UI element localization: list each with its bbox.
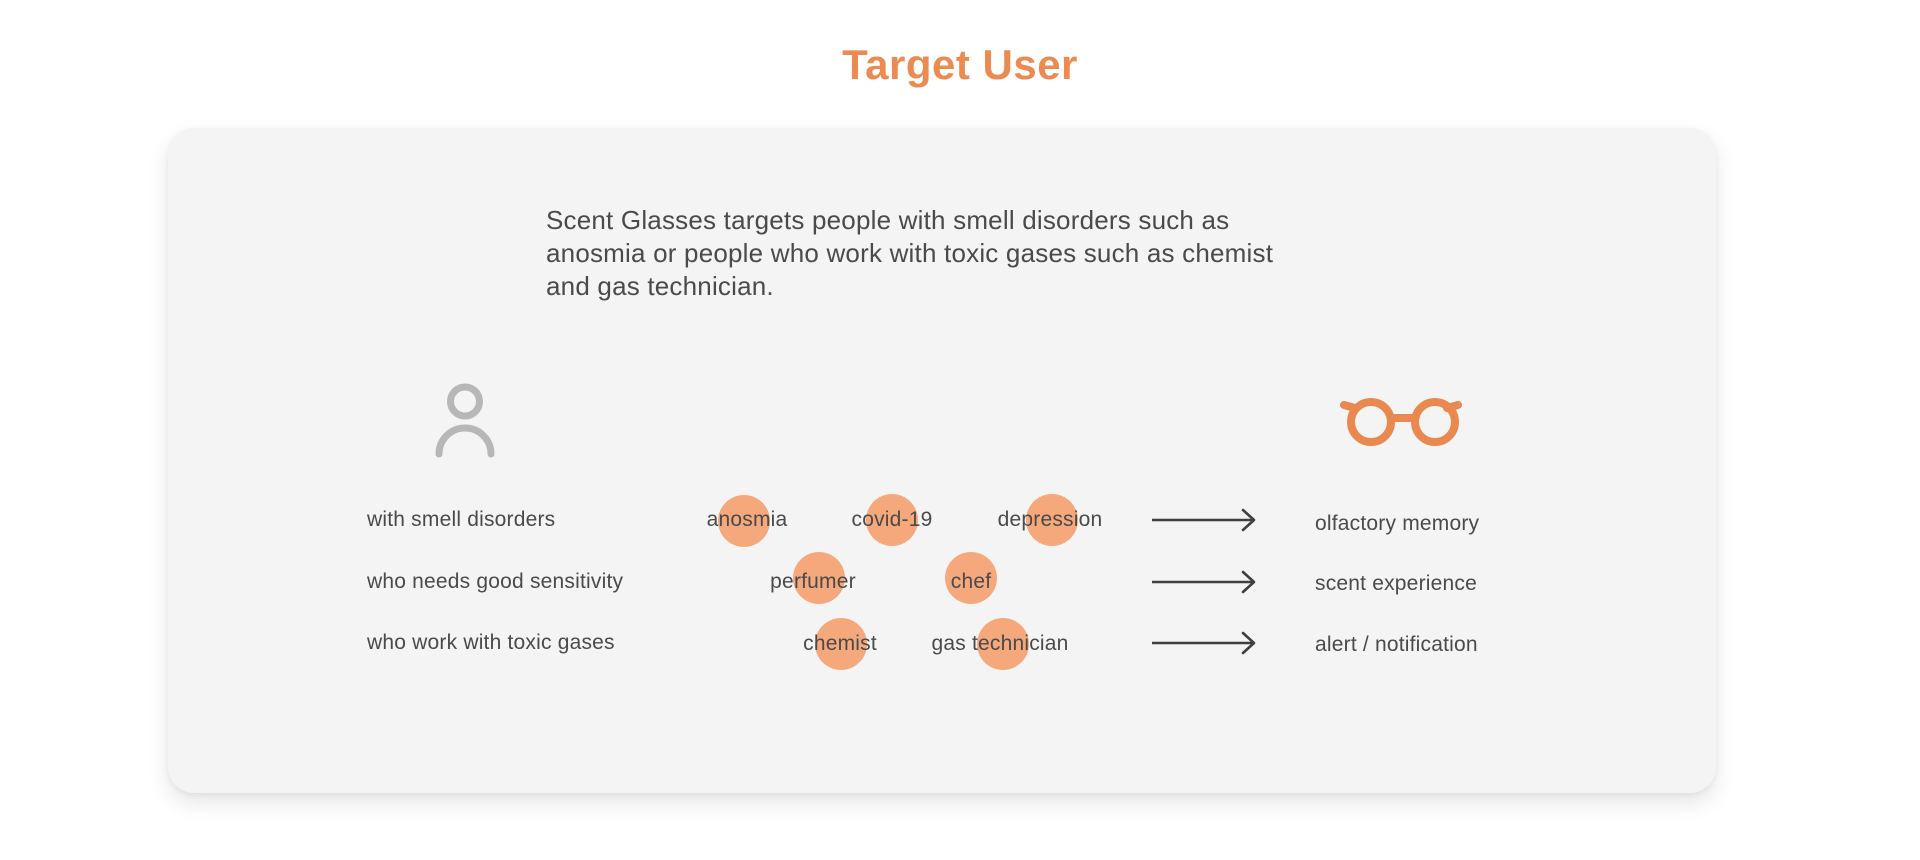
person-icon bbox=[435, 383, 495, 458]
arrow-right-icon bbox=[1152, 631, 1256, 655]
tag-depression: depression bbox=[997, 508, 1103, 531]
target-user-card: Scent Glasses targets people with smell … bbox=[168, 128, 1716, 793]
outcome-olfactory-memory: olfactory memory bbox=[1315, 512, 1480, 535]
row-label-smell-disorders: with smell disorders bbox=[367, 508, 556, 531]
tag-chemist: chemist bbox=[803, 632, 877, 655]
highlight-circle bbox=[793, 552, 845, 604]
outcome-alert-notification: alert / notification bbox=[1315, 633, 1478, 656]
tag-anosmia: anosmia bbox=[706, 508, 788, 531]
highlight-circle bbox=[945, 552, 997, 604]
row-label-toxic-gases: who work with toxic gases bbox=[367, 631, 615, 654]
paragraph-line: Scent Glasses targets people with smell … bbox=[546, 205, 1230, 235]
paragraph-line: and gas technician. bbox=[546, 271, 774, 301]
tag-perfumer: perfumer bbox=[770, 570, 856, 593]
glasses-icon bbox=[1340, 398, 1462, 446]
paragraph-line: anosmia or people who work with toxic ga… bbox=[546, 238, 1274, 268]
tag-chef: chef bbox=[950, 570, 992, 593]
highlight-circle bbox=[718, 495, 770, 547]
highlight-circle bbox=[815, 618, 867, 670]
tag-gas-technician: gas technician bbox=[931, 632, 1069, 655]
tag-covid-19: covid-19 bbox=[851, 508, 933, 531]
highlight-circle bbox=[977, 618, 1029, 670]
page-title: Target User bbox=[842, 41, 1078, 88]
arrow-right-icon bbox=[1152, 570, 1256, 594]
arrow-right-icon bbox=[1152, 508, 1256, 532]
highlight-circle bbox=[1026, 494, 1078, 546]
intro-paragraph: Scent Glasses targets people with smell … bbox=[546, 204, 1273, 303]
outcome-scent-experience: scent experience bbox=[1315, 572, 1477, 595]
row-label-good-sensitivity: who needs good sensitivity bbox=[367, 570, 624, 593]
highlight-circle bbox=[866, 494, 918, 546]
